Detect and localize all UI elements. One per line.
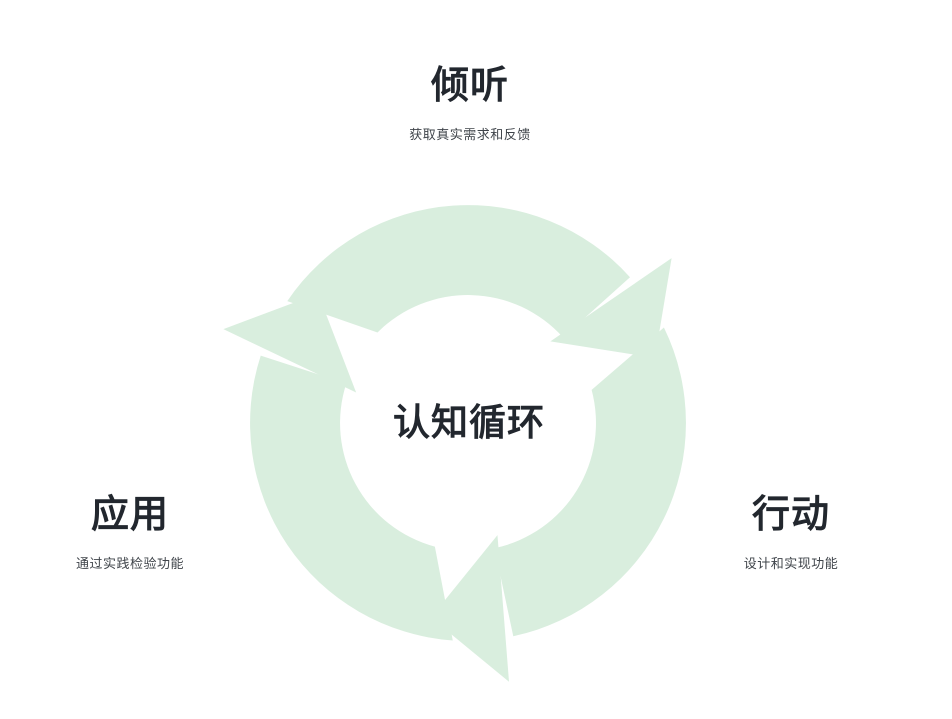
cycle-arrow-segment: [287, 205, 672, 358]
node-listen: 倾听 获取真实需求和反馈: [320, 66, 620, 143]
cycle-arrow-segment: [177, 279, 502, 689]
node-act-description: 设计和实现功能: [743, 556, 839, 571]
cycle-arrow-head: [550, 258, 672, 358]
node-act: 行动 设计和实现功能: [671, 495, 911, 572]
node-apply: 应用 通过实践检验功能: [10, 495, 250, 572]
node-act-title: 行动: [751, 494, 830, 536]
node-apply-title: 应用: [90, 494, 169, 536]
cycle-center-label: 认知循环: [393, 402, 545, 443]
cycle-arrow-band: [287, 205, 630, 338]
node-listen-description: 获取真实需求和反馈: [409, 127, 531, 142]
node-listen-title: 倾听: [430, 65, 509, 107]
node-apply-description: 通过实践检验功能: [75, 556, 184, 571]
